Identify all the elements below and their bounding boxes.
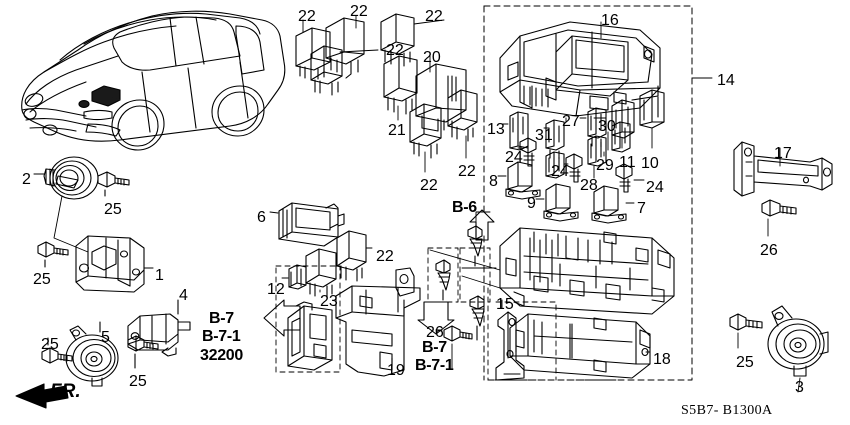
bolt-26-mid <box>435 325 473 369</box>
callout-24-c24b: 24 <box>551 163 569 180</box>
section-ref-b7-top: B-7 <box>422 339 447 356</box>
section-ref-b7-1-top: B-7-1 <box>415 357 454 374</box>
horn-5-assembly <box>41 321 159 387</box>
fuse-box-base <box>499 227 675 315</box>
drawing-part-number: S5B7- B1300A <box>681 403 773 418</box>
fr-arrow <box>15 383 69 409</box>
callout-25-c25e: 25 <box>736 354 754 371</box>
callout-20-c20: 20 <box>423 49 441 66</box>
callout-13-c13: 13 <box>487 121 505 138</box>
callout-22-c22c: 22 <box>425 8 443 25</box>
callout-22-c22a: 22 <box>298 8 316 25</box>
dashed-group-clips <box>427 247 491 303</box>
callout-11-c11: 11 <box>619 154 636 171</box>
section-ref-b7-1-left: B-7-1 <box>202 328 241 345</box>
callout-18-c18: 18 <box>653 351 671 368</box>
callout-10-c10: 10 <box>641 155 659 172</box>
bracket-1 <box>37 235 154 293</box>
relay-7 <box>591 185 635 224</box>
callout-24-c24a: 24 <box>505 149 523 166</box>
callout-29-c29: 29 <box>596 157 614 174</box>
bracket-4 <box>127 299 191 357</box>
relay-cluster <box>295 13 478 173</box>
callout-3-c3: 3 <box>795 379 804 396</box>
dashed-group-15 <box>487 287 617 381</box>
callout-23-c23: 23 <box>320 293 338 310</box>
callout-2-c2: 2 <box>22 171 31 188</box>
callout-8-c8: 8 <box>489 173 498 190</box>
callout-26-c26b: 26 <box>760 242 778 259</box>
component-6 <box>269 202 345 247</box>
clip-fasteners <box>435 225 483 301</box>
callout-22-c22e: 22 <box>420 177 438 194</box>
clip-above-15 <box>469 295 485 341</box>
relay-23 <box>305 248 337 299</box>
bracket-17 <box>733 141 833 237</box>
front-direction-label: FR. <box>50 381 81 402</box>
callout-30-c30: 30 <box>598 118 616 135</box>
callout-31-c31: 31 <box>535 127 553 144</box>
callout-25-c25c: 25 <box>41 336 59 353</box>
section-ref-b7-left: B-7 <box>209 310 234 327</box>
car-illustration <box>21 10 286 151</box>
small-components-row <box>501 89 665 193</box>
b7-arrow-down <box>417 301 455 335</box>
horn-2-assembly <box>33 156 130 253</box>
horn-3-assembly <box>729 305 829 393</box>
callout-19-c19: 19 <box>387 362 405 379</box>
callout-15-c15: 15 <box>496 296 514 313</box>
relay-8 <box>497 161 541 200</box>
b7-arrow-left <box>263 299 301 337</box>
callout-21-c21: 21 <box>388 122 406 139</box>
fuse-box-lid-16 <box>499 21 661 117</box>
component-12 <box>281 264 307 290</box>
callout-22-c22d: 22 <box>386 42 404 59</box>
section-ref-b6: B-6 <box>452 199 477 216</box>
relay-22-mid <box>336 230 373 282</box>
callout-26-c26a: 26 <box>426 324 444 341</box>
callout-25-c25b: 25 <box>33 271 51 288</box>
section-ref-part-32200: 32200 <box>200 347 243 364</box>
callout-16-c16: 16 <box>601 12 619 29</box>
callout-12-c12: 12 <box>267 281 285 298</box>
callout-22-c22b: 22 <box>350 3 368 20</box>
callout-7-c7: 7 <box>637 200 646 217</box>
callout-22-c22g: 22 <box>376 248 394 265</box>
relay-9 <box>535 183 579 222</box>
callout-4-c4: 4 <box>179 287 188 304</box>
callout-9-c9: 9 <box>527 195 536 212</box>
bracket-19 <box>335 267 421 377</box>
callout-1-c1: 1 <box>155 267 164 284</box>
callout-25-c25d: 25 <box>129 373 147 390</box>
callout-6-c6: 6 <box>257 209 266 226</box>
callout-17-c17: 17 <box>774 145 792 162</box>
callout-25-c25a: 25 <box>104 201 122 218</box>
callout-22-c22f: 22 <box>458 163 476 180</box>
fuse-box-tray-18 <box>509 313 651 379</box>
connector-body-lower <box>287 301 333 371</box>
callout-14-c14: 14 <box>717 72 735 89</box>
callout-24-c24c: 24 <box>646 179 664 196</box>
bracket-15 <box>495 299 525 381</box>
callout-28-c28: 28 <box>580 177 598 194</box>
callout-27-c27: 27 <box>562 113 580 130</box>
callout-5-c5: 5 <box>101 329 110 346</box>
